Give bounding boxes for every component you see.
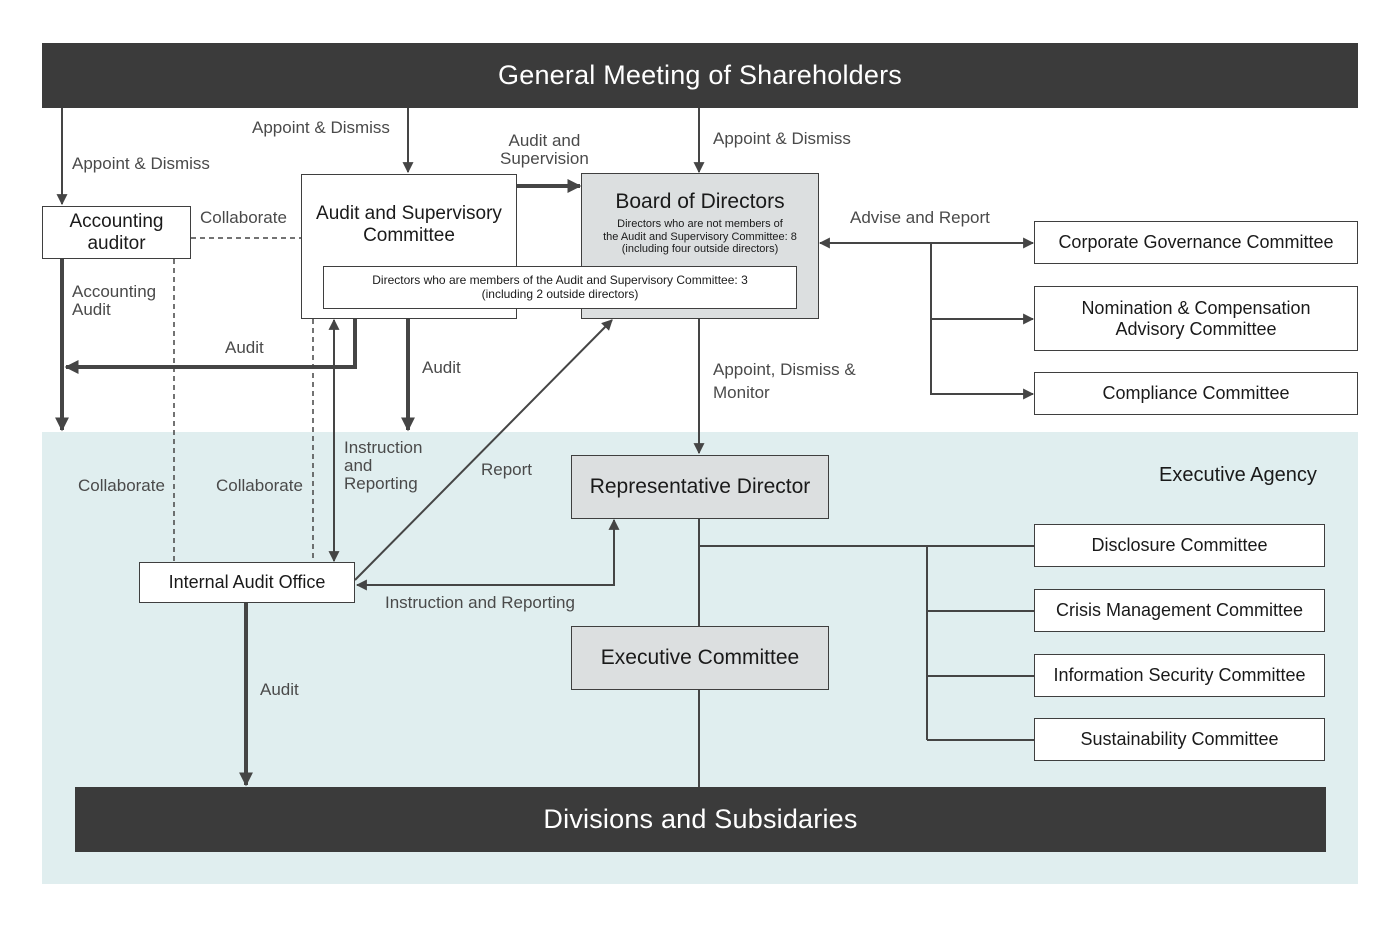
information-security-committee-box: Information Security Committee <box>1034 654 1325 697</box>
arrow-audit-left <box>64 319 357 374</box>
members-line-2: (including 2 outside directors) <box>481 286 639 301</box>
audit-supervision-line-1: Audit and <box>508 131 581 150</box>
executive-committee-box: Executive Committee <box>571 626 829 690</box>
compliance-committee-box: Compliance Committee <box>1034 372 1358 415</box>
internal-audit-office-box: Internal Audit Office <box>139 562 355 603</box>
executive-agency-label: Executive Agency <box>1159 464 1317 486</box>
executive-label: Executive Committee <box>600 645 800 669</box>
internal-audit-label: Internal Audit Office <box>168 572 326 593</box>
shareholders-title: General Meeting of Shareholders <box>498 60 902 90</box>
crisis-management-committee-box: Crisis Management Committee <box>1034 589 1325 632</box>
governance-label: Corporate Governance Committee <box>1058 232 1334 253</box>
nomination-committee-box: Nomination & Compensation Advisory Commi… <box>1034 286 1358 351</box>
label-appoint-dismiss-center: Appoint & Dismiss <box>252 118 390 137</box>
nomination-line-1: Nomination & Compensation <box>1081 297 1311 318</box>
label-appoint-dismiss-left: Appoint & Dismiss <box>72 154 210 173</box>
disclosure-label: Disclosure Committee <box>1091 535 1268 556</box>
label-audit-left: Audit <box>225 338 264 357</box>
board-note-line-2: the Audit and Supervisory Committee: 8 <box>603 230 797 243</box>
label-audit-supervision: Audit and Supervision <box>500 132 589 168</box>
branch-committees <box>930 243 1035 400</box>
audit-supervision-line-2: Supervision <box>500 148 589 168</box>
infosec-label: Information Security Committee <box>1053 665 1306 686</box>
label-collaborate-left: Collaborate <box>78 476 165 495</box>
label-audit-mid: Audit <box>422 358 461 377</box>
accounting-auditor-line-2: auditor <box>87 232 146 254</box>
board-note-line-1: Directors who are not members of <box>617 218 783 231</box>
representative-label: Representative Director <box>589 474 811 498</box>
board-title: Board of Directors <box>615 190 785 213</box>
sustainability-label: Sustainability Committee <box>1080 729 1279 750</box>
accounting-audit-line-1: Accounting <box>72 282 157 301</box>
shareholders-banner: General Meeting of Shareholders <box>42 43 1358 108</box>
accounting-auditor-box: Accounting auditor <box>42 206 191 259</box>
label-appoint-dismiss-board: Appoint & Dismiss <box>713 129 851 148</box>
crisis-label: Crisis Management Committee <box>1055 600 1304 621</box>
label-advise-report: Advise and Report <box>850 208 990 227</box>
board-note-line-3: (including four outside directors) <box>621 243 779 256</box>
label-instruction-reporting-horizontal: Instruction and Reporting <box>385 593 575 612</box>
label-report: Report <box>481 460 533 479</box>
audit-committee-line-2: Committee <box>363 224 455 246</box>
instruction-v-line-1: Instruction <box>344 438 423 457</box>
label-collaborate-top: Collaborate <box>200 208 287 227</box>
instruction-v-line-2: and <box>344 455 373 475</box>
divisions-title: Divisions and Subsidaries <box>543 804 858 834</box>
compliance-label: Compliance Committee <box>1102 383 1290 404</box>
accounting-audit-line-2: Audit <box>72 299 111 319</box>
members-line-1: Directors who are members of the Audit a… <box>372 272 748 287</box>
corporate-governance-committee-box: Corporate Governance Committee <box>1034 221 1358 264</box>
appoint-monitor-line-2: Monitor <box>713 382 770 402</box>
arrow-instruction-horizontal <box>355 518 620 591</box>
sustainability-committee-box: Sustainability Committee <box>1034 718 1325 761</box>
appoint-monitor-line-1: Appoint, Dismiss & <box>713 360 856 379</box>
label-instruction-reporting-vertical: Instruction and Reporting <box>344 439 422 493</box>
label-audit-bottom: Audit <box>260 680 299 699</box>
divisions-banner: Divisions and Subsidaries <box>75 787 1326 852</box>
label-accounting-audit: Accounting Audit <box>72 283 156 319</box>
audit-committee-members-box: Directors who are members of the Audit a… <box>323 266 797 309</box>
label-collaborate-mid: Collaborate <box>216 476 303 495</box>
audit-committee-line-1: Audit and Supervisory <box>316 203 502 224</box>
nomination-line-2: Advisory Committee <box>1115 318 1277 339</box>
accounting-auditor-line-1: Accounting <box>69 210 164 232</box>
instruction-v-line-3: Reporting <box>344 473 418 493</box>
label-appoint-monitor: Appoint, Dismiss & Monitor <box>713 359 856 405</box>
disclosure-committee-box: Disclosure Committee <box>1034 524 1325 567</box>
representative-director-box: Representative Director <box>571 455 829 519</box>
